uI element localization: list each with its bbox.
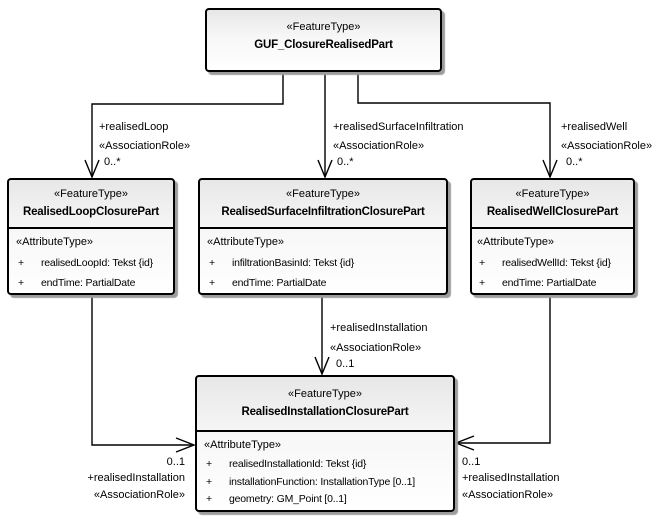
stereotype-label-realisedsurfaceinfiltration: «AssociationRole» — [333, 140, 425, 152]
multiplicity-label-realisedinstallation-left: 0..1 — [166, 456, 185, 468]
stereotype-label: «FeatureType» — [515, 188, 590, 200]
attribute-text: endTime: PartialDate — [41, 277, 136, 289]
attribute-stereotype-label: «AttributeType» — [204, 439, 282, 451]
role-label-realisedsurfaceinfiltration: +realisedSurfaceInfiltration — [333, 121, 464, 133]
multiplicity-label-realisedloop: 0..* — [104, 156, 121, 168]
connector-realisedinstallation-left-arrowhead — [175, 437, 196, 453]
attribute-row: + endTime: PartialDate — [477, 273, 631, 293]
attribute-text: endTime: PartialDate — [502, 277, 597, 289]
stereotype-label: «FeatureType» — [288, 388, 362, 400]
attribute-row: + geometry: GM_Point [0..1] — [204, 491, 451, 509]
class-name: RealisedInstallationClosurePart — [241, 406, 409, 418]
attribute-text: infiltrationBasinId: Tekst {id} — [232, 257, 355, 269]
attribute-row: + endTime: PartialDate — [207, 273, 444, 293]
connector-realisedsurfaceinfiltration-arrowhead — [317, 159, 333, 179]
attribute-text: realisedLoopId: Tekst {id} — [41, 257, 153, 269]
attribute-text: realisedInstallationId: Tekst {id} — [229, 458, 367, 470]
attribute-row: + realisedInstallationId: Tekst {id} — [204, 456, 451, 474]
stereotype-label-realisedinstallation-right: «AssociationRole» — [462, 489, 554, 501]
class-realisedloopclosurepart[interactable]: «FeatureType» RealisedLoopClosurePart «A… — [7, 178, 175, 295]
class-name: RealisedLoopClosurePart — [23, 206, 159, 218]
connector-realisedinstallation-left-line — [91, 295, 193, 446]
stereotype-label: «FeatureType» — [286, 21, 361, 33]
attribute-text: installationFunction: InstallationType [… — [229, 475, 415, 488]
attribute-row: + infiltrationBasinId: Tekst {id} — [207, 253, 444, 273]
stereotype-label: «FeatureType» — [286, 188, 360, 200]
attribute-row: + realisedLoopId: Tekst {id} — [16, 253, 171, 273]
multiplicity-label-realisedsurfaceinfiltration: 0..* — [337, 156, 354, 168]
connector-realisedwell-line — [357, 72, 551, 176]
role-label-realisedwell: +realisedWell — [561, 121, 628, 133]
attribute-row: + endTime: PartialDate — [16, 273, 171, 293]
role-label-realisedinstallation-left: +realisedInstallation — [87, 472, 185, 484]
role-label-realisedloop: +realisedLoop — [99, 121, 169, 133]
connector-realisedloop-arrowhead — [84, 159, 100, 179]
multiplicity-label-realisedwell: 0..* — [566, 156, 583, 168]
attribute-row: + installationFunction: InstallationType… — [204, 474, 451, 492]
stereotype-label-realisedinstallation-left: «AssociationRole» — [93, 489, 185, 501]
multiplicity-label-realisedinstallation-mid: 0..1 — [336, 358, 355, 370]
multiplicity-label-realisedinstallation-right: 0..1 — [462, 456, 481, 468]
class-guf-closurerealisedpart[interactable]: «FeatureType» GUF_ClosureRealisedPart — [205, 8, 442, 72]
class-realisedinstallationclosurepart[interactable]: «FeatureType» RealisedInstallationClosur… — [195, 375, 455, 512]
attribute-stereotype-label: «AttributeType» — [16, 236, 94, 248]
attribute-stereotype-label: «AttributeType» — [477, 236, 555, 248]
stereotype-label-realisedinstallation-mid: «AssociationRole» — [330, 342, 422, 354]
class-name: RealisedWellClosurePart — [486, 206, 619, 218]
connector-realisedloop-line — [91, 72, 284, 176]
role-label-realisedinstallation-right: +realisedInstallation — [462, 472, 560, 484]
class-realisedsurfaceinfiltrationclosurepart[interactable]: «FeatureType» RealisedSurfaceInfiltratio… — [198, 178, 448, 295]
connector-realisedinstallation-mid-arrowhead — [314, 356, 330, 376]
attribute-text: endTime: PartialDate — [232, 277, 327, 289]
class-name: RealisedSurfaceInfiltrationClosurePart — [221, 206, 425, 218]
connector-realisedinstallation-right-arrowhead — [454, 435, 475, 451]
stereotype-label-realisedwell: «AssociationRole» — [561, 140, 653, 152]
stereotype-label-realisedloop: «AssociationRole» — [99, 140, 191, 152]
attribute-stereotype-label: «AttributeType» — [207, 236, 285, 248]
attribute-text: geometry: GM_Point [0..1] — [229, 493, 347, 505]
connector-realisedinstallation-right-line — [457, 295, 551, 444]
class-realisedwellclosurepart[interactable]: «FeatureType» RealisedWellClosurePart «A… — [470, 178, 635, 295]
connector-realisedwell-arrowhead — [542, 159, 558, 179]
stereotype-label: «FeatureType» — [54, 188, 128, 200]
class-name: GUF_ClosureRealisedPart — [254, 39, 393, 51]
attribute-text: realisedWellId: Tekst {id} — [502, 257, 611, 269]
role-label-realisedinstallation-mid: +realisedInstallation — [330, 322, 428, 334]
attribute-row: + realisedWellId: Tekst {id} — [477, 253, 631, 273]
